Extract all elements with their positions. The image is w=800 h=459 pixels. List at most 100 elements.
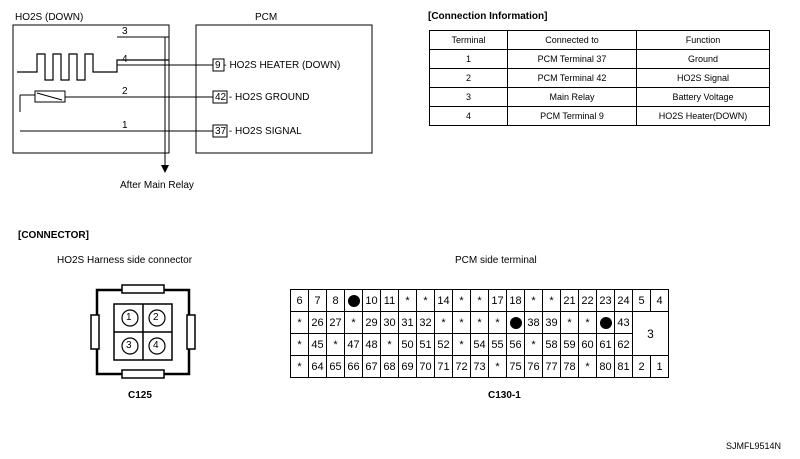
pcm-cell: 66 (344, 355, 363, 378)
pcm-cell: * (452, 311, 471, 334)
pcm-cell: * (578, 355, 597, 378)
pcm-row: * 64 65 66 67 68 69 70 71 72 73 * 75 76 … (290, 355, 669, 378)
pcm-cell: 38 (524, 311, 543, 334)
table-cell: PCM Terminal 9 (507, 106, 637, 126)
pcm-cell: 59 (560, 333, 579, 356)
pcm-cell: 7 (308, 289, 327, 312)
pcm-terminal-title: PCM side terminal (455, 255, 537, 266)
pcm-cell: 71 (434, 355, 453, 378)
pcm-cell: * (524, 333, 543, 356)
pcm-cell: 47 (344, 333, 363, 356)
connection-info-title: [Connection Information] (428, 11, 548, 22)
pcm-cell: 11 (380, 289, 399, 312)
table-cell: PCM Terminal 42 (507, 68, 637, 88)
pin-label-4: 4 (122, 54, 128, 65)
table-cell: HO2S Signal (636, 68, 770, 88)
table-header-row: Terminal Connected to Function (429, 30, 770, 50)
pcm-cell: 80 (596, 355, 615, 378)
pcm-cell: 45 (308, 333, 327, 356)
pcm-cell: 24 (614, 289, 633, 312)
pcm-cell: 51 (416, 333, 435, 356)
pcm-terminal-grid: 6 7 8 10 11 * * 14 * * 17 18 * * 21 22 2… (290, 289, 669, 378)
after-main-relay-label: After Main Relay (120, 180, 194, 191)
table-row: 3 Main Relay Battery Voltage (429, 87, 770, 107)
pcm-cell: * (578, 311, 597, 334)
pcm-cell: 78 (560, 355, 579, 378)
pcm-cell: * (452, 289, 471, 312)
pcm-row: * 26 27 * 29 30 31 32 * * * * 38 39 * * … (290, 311, 669, 356)
pcm-cell: 50 (398, 333, 417, 356)
filled-pin-icon (509, 316, 522, 329)
pcm-cell: 2 (632, 355, 651, 378)
harness-pin-2: 2 (153, 312, 159, 323)
header-function: Function (636, 30, 770, 50)
pcm-cell-filled (506, 311, 525, 334)
pcm-cell: * (434, 311, 453, 334)
pcm-cell: * (344, 311, 363, 334)
pcm-cell-filled (344, 289, 363, 312)
pcm-cell: 60 (578, 333, 597, 356)
pcm-cell: 72 (452, 355, 471, 378)
table-cell: HO2S Heater(DOWN) (636, 106, 770, 126)
pin-label-2: 2 (122, 86, 128, 97)
pcm-cell: 55 (488, 333, 507, 356)
sensor-box (12, 24, 170, 154)
pcm-label: PCM (255, 12, 278, 23)
pcm-cell: 67 (362, 355, 381, 378)
pcm-cell: 8 (326, 289, 345, 312)
pcm-cell: 65 (326, 355, 345, 378)
pin-label-3: 3 (122, 26, 128, 37)
pcm-cell-filled (596, 311, 615, 334)
pcm-cell: 4 (650, 289, 669, 312)
pcm-row: * 45 * 47 48 * 50 51 52 * 54 55 56 * 58 … (290, 333, 669, 356)
sensor-label: HO2S (DOWN) (15, 12, 84, 23)
harness-connector-id: C125 (128, 390, 152, 401)
pcm-connector-id: C130-1 (488, 390, 521, 401)
harness-title: HO2S Harness side connector (57, 255, 193, 266)
pcm-cell: 29 (362, 311, 381, 334)
table-cell: PCM Terminal 37 (507, 49, 637, 69)
pcm-cell: 39 (542, 311, 561, 334)
pcm-cell: * (488, 311, 507, 334)
pcm-cell: 54 (470, 333, 489, 356)
pcm-cell: 22 (578, 289, 597, 312)
harness-pin-4: 4 (153, 340, 159, 351)
pcm-cell: 52 (434, 333, 453, 356)
pcm-cell: 77 (542, 355, 561, 378)
pcm-cell: 61 (596, 333, 615, 356)
pcm-cell: 73 (470, 355, 489, 378)
connection-info-table: Terminal Connected to Function 1 PCM Ter… (429, 30, 770, 126)
pcm-cell: 58 (542, 333, 561, 356)
pcm-terminal-9: 9 - HO2S HEATER (DOWN) (215, 60, 341, 71)
pcm-cell: * (290, 333, 309, 356)
pcm-cell: * (524, 289, 543, 312)
pcm-cell: 76 (524, 355, 543, 378)
header-terminal: Terminal (429, 30, 508, 50)
pcm-cell-merged: 3 (632, 311, 669, 356)
pcm-cell: * (560, 311, 579, 334)
harness-pin-1: 1 (126, 312, 132, 323)
header-connected-to: Connected to (507, 30, 637, 50)
pcm-cell: 56 (506, 333, 525, 356)
pcm-cell: 70 (416, 355, 435, 378)
pcm-cell: 81 (614, 355, 633, 378)
harness-connector-drawing (90, 284, 196, 379)
pcm-cell: 48 (362, 333, 381, 356)
pcm-cell: * (542, 289, 561, 312)
pcm-cell: * (470, 311, 489, 334)
pcm-cell: 31 (398, 311, 417, 334)
pcm-cell: 43 (614, 311, 633, 334)
footer-code: SJMFL9514N (726, 441, 782, 451)
table-row: 4 PCM Terminal 9 HO2S Heater(DOWN) (429, 106, 770, 126)
pcm-row: 6 7 8 10 11 * * 14 * * 17 18 * * 21 22 2… (290, 289, 669, 312)
pcm-terminal-37: 37 - HO2S SIGNAL (215, 126, 302, 137)
pcm-cell: 23 (596, 289, 615, 312)
harness-pin-3: 3 (126, 340, 132, 351)
table-row: 2 PCM Terminal 42 HO2S Signal (429, 68, 770, 88)
pcm-cell: * (398, 289, 417, 312)
table-cell: 1 (429, 49, 508, 69)
pcm-cell: * (488, 355, 507, 378)
pcm-cell: 14 (434, 289, 453, 312)
table-cell: 3 (429, 87, 508, 107)
